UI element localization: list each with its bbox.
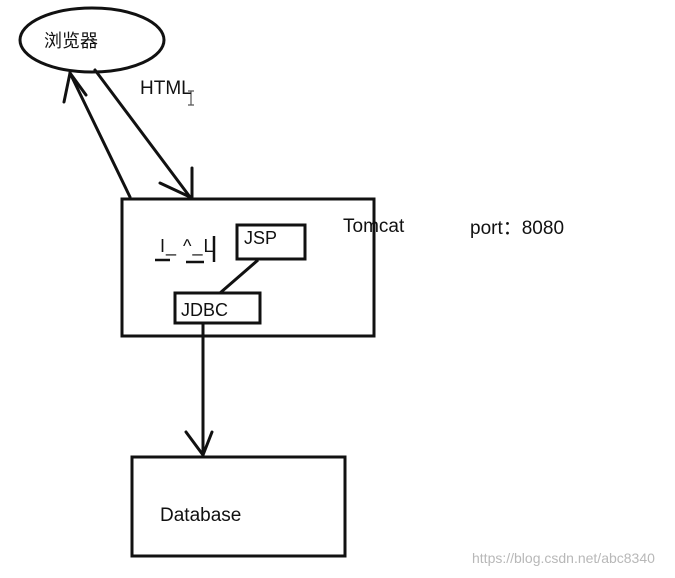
response-arrow	[93, 68, 194, 199]
database-label: Database	[160, 505, 242, 526]
watermark: https://blog.csdn.net/abc8340	[472, 550, 655, 566]
database-box	[130, 455, 347, 558]
partial-component-label: I_ ^_L	[160, 236, 215, 256]
partial-scribble	[155, 236, 216, 264]
tomcat-box	[120, 197, 376, 338]
jsp-label: JSP	[244, 228, 278, 248]
jsp-jdbc-connector	[219, 258, 259, 295]
text-cursor-icon	[188, 90, 194, 106]
jsp-box	[235, 223, 307, 261]
jdbc-label: JDBC	[181, 300, 229, 320]
browser-node	[18, 6, 166, 74]
browser-label: 浏览器	[44, 31, 98, 52]
jdbc-db-arrow	[184, 321, 214, 457]
jdbc-box	[173, 291, 262, 325]
tomcat-label: Tomcat	[343, 216, 405, 237]
port-label: port：8080	[470, 218, 565, 239]
request-arrow	[62, 71, 132, 199]
html-response-label: HTML	[140, 78, 192, 99]
